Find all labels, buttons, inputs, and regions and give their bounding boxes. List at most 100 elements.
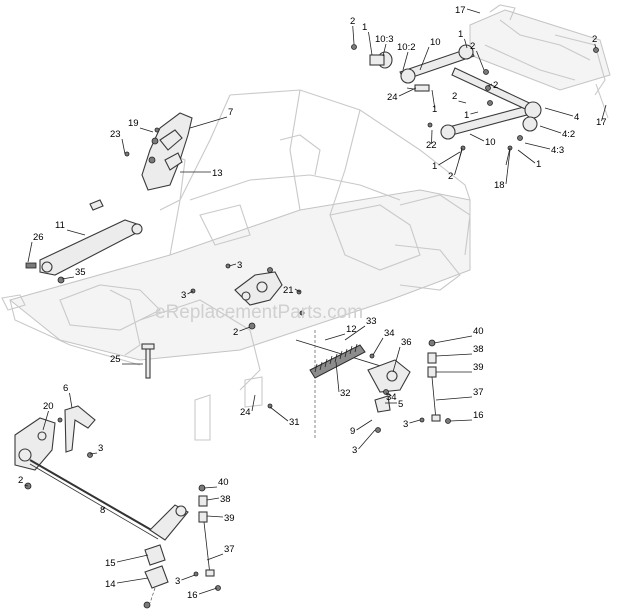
leader-line	[476, 50, 485, 71]
callout-14-label: 14	[105, 579, 116, 590]
leader-line	[544, 107, 574, 117]
callout-40-label: 40	[218, 477, 229, 488]
callout-26-label: 26	[33, 232, 44, 243]
callout-40-label: 40	[473, 326, 484, 337]
callout-25-label: 25	[110, 354, 121, 365]
callout-7-label: 7	[228, 107, 233, 118]
leader-line	[69, 392, 73, 409]
leader-line	[139, 127, 154, 133]
callout-2-label: 2	[470, 41, 475, 52]
callout-leaders	[24, 8, 607, 595]
leader-line	[464, 38, 468, 49]
callout-12-label: 12	[346, 324, 357, 335]
leader-line	[116, 554, 149, 563]
leader-line	[206, 515, 224, 518]
callout-1-label: 1	[536, 159, 541, 170]
callout-2-label: 2	[493, 80, 498, 91]
leader-line	[517, 149, 536, 164]
leader-line	[601, 104, 607, 122]
callout-3-label: 3	[175, 576, 180, 587]
callout-24-label: 24	[240, 407, 251, 418]
leader-line	[372, 337, 384, 356]
bolt-25	[141, 343, 155, 379]
leader-line	[382, 43, 387, 57]
callout-32-label: 32	[340, 388, 351, 399]
callout-11-label: 11	[55, 220, 65, 231]
leader-line	[392, 346, 401, 373]
leader-line	[505, 149, 511, 185]
leader-line	[402, 51, 409, 71]
callout-21-label: 21	[283, 285, 294, 296]
callout-19-label: 19	[128, 118, 139, 129]
right-rod-assembly	[267, 339, 451, 433]
leader-line	[469, 133, 485, 142]
callout-38-label: 38	[473, 344, 484, 355]
leader-line	[189, 116, 228, 129]
leader-line	[438, 151, 461, 166]
callout-5-label: 5	[398, 399, 403, 410]
leader-line	[454, 149, 463, 176]
leader-line	[42, 410, 49, 431]
callout-24-label: 24	[387, 92, 398, 103]
callout-37-label: 37	[224, 544, 235, 555]
leader-line	[433, 335, 473, 344]
callout-23-label: 23	[110, 129, 121, 140]
callout-1-label: 1	[464, 110, 469, 121]
callout-34-label: 34	[384, 328, 395, 339]
leader-line	[524, 142, 551, 150]
callout-3-label: 3	[98, 443, 103, 454]
link-11	[25, 199, 143, 284]
callout-34-label: 34	[386, 392, 397, 403]
callout-1-label: 1	[432, 161, 437, 172]
callout-2-label: 2	[18, 475, 23, 486]
callout-3-label: 3	[237, 260, 242, 271]
callout-4-3-label: 4:3	[551, 145, 564, 156]
leader-line	[435, 396, 473, 401]
callout-38-label: 38	[220, 494, 231, 505]
callout-22-label: 22	[426, 140, 437, 151]
callout-4-2-label: 4:2	[562, 129, 575, 140]
leader-line	[487, 83, 493, 87]
leader-line	[385, 392, 392, 397]
leader-line	[431, 129, 433, 145]
callout-8-label: 8	[100, 505, 105, 516]
leader-line	[239, 326, 251, 332]
callout-31-label: 31	[289, 417, 300, 428]
callout-3-label: 3	[403, 419, 408, 430]
leader-line	[203, 486, 218, 489]
leader-line	[324, 333, 346, 341]
leader-line	[206, 497, 220, 501]
callout-36-label: 36	[401, 337, 412, 348]
callout-2-label: 2	[350, 16, 355, 27]
callout-39-label: 39	[224, 513, 235, 524]
ghosted-frame	[1, 89, 471, 441]
leader-line	[358, 429, 376, 450]
leader-line	[102, 506, 106, 510]
callout-3-label: 3	[181, 290, 186, 301]
leader-line	[431, 89, 436, 109]
leader-line	[187, 290, 194, 295]
callout-10-2-label: 10:2	[397, 42, 416, 53]
callout-10-label: 10	[485, 137, 496, 148]
spring-rod-assembly	[295, 310, 411, 440]
leader-line	[61, 276, 75, 280]
callout-2-label: 2	[448, 171, 453, 182]
leader-line	[198, 587, 218, 595]
leader-line	[470, 111, 479, 115]
callout-17-label: 17	[455, 5, 466, 16]
callout-20-label: 20	[43, 401, 54, 412]
upper-link-assembly	[351, 44, 599, 166]
callout-1-label: 1	[432, 104, 437, 115]
leader-line	[356, 419, 373, 431]
callout-16-label: 16	[473, 410, 484, 421]
long-rod-8	[29, 459, 189, 609]
leader-line	[116, 577, 149, 584]
leader-line	[449, 419, 473, 422]
leader-line	[466, 8, 481, 14]
leader-line	[121, 138, 126, 155]
leader-line	[269, 406, 289, 422]
callout-18-label: 18	[494, 180, 505, 191]
